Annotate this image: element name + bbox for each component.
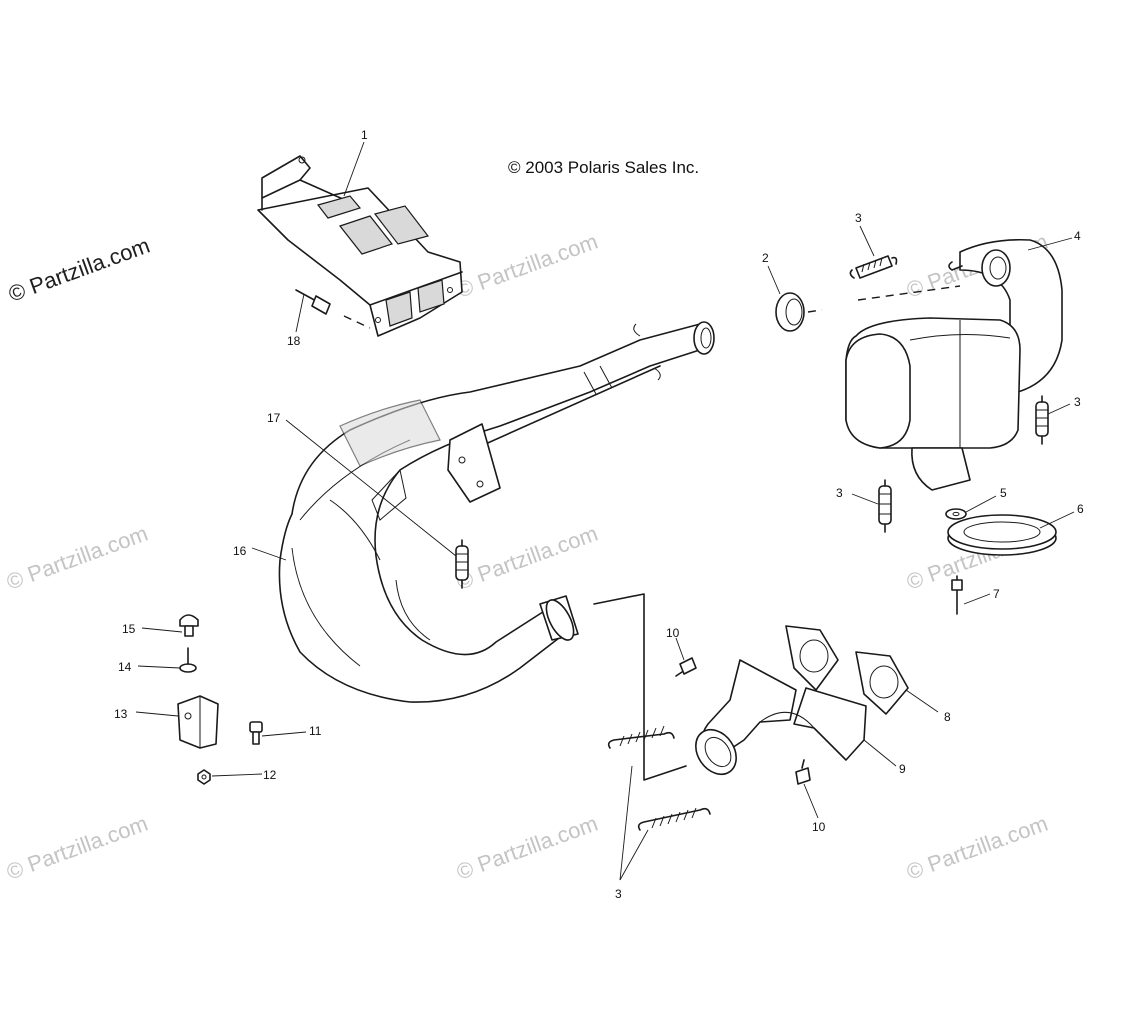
part-11-bolt[interactable]: [249, 721, 263, 745]
watermark: © Partzilla.com: [3, 811, 151, 885]
part-6-grommet[interactable]: [947, 514, 1057, 556]
callout-11: 11: [309, 724, 322, 738]
part-17-spring[interactable]: [455, 539, 469, 589]
part-13-clamp-bracket[interactable]: [177, 695, 219, 749]
callout-13: 13: [114, 707, 128, 721]
part-1-bracket[interactable]: [257, 155, 463, 337]
leader-lines: [135, 141, 1075, 881]
callout-3: 3: [615, 887, 622, 901]
callout-8: 8: [944, 710, 951, 724]
callout-18: 18: [287, 334, 301, 348]
callout-17: 17: [267, 411, 281, 425]
callout-15: 15: [122, 622, 136, 636]
callout-2: 2: [762, 251, 769, 265]
callout-12: 12: [263, 768, 277, 782]
callout-4: 4: [1074, 229, 1081, 243]
part-7-rivet[interactable]: [951, 575, 963, 615]
part-8-gasket-right[interactable]: [855, 651, 909, 715]
part-9-manifold[interactable]: [593, 593, 867, 782]
copyright-text: © 2003 Polaris Sales Inc.: [508, 158, 699, 177]
part-8-gasket-left[interactable]: [785, 625, 839, 691]
part-15-bolt[interactable]: [179, 614, 199, 637]
watermark: © Partzilla.com: [453, 811, 601, 885]
part-3-spring-top[interactable]: [849, 255, 898, 279]
watermark: © Partzilla.com: [903, 811, 1051, 885]
part-5-washer[interactable]: [945, 508, 967, 520]
part-3-spring-mid[interactable]: [878, 479, 892, 533]
watermark: © Partzilla.com: [453, 521, 601, 595]
part-14-washer[interactable]: [179, 647, 197, 673]
callout-7: 7: [993, 587, 1000, 601]
callout-6: 6: [1077, 502, 1084, 516]
part-10-stud-upper[interactable]: [675, 657, 697, 677]
callout-16: 16: [233, 544, 247, 558]
callout-3: 3: [1074, 395, 1081, 409]
part-16-stay-bracket[interactable]: [447, 365, 661, 503]
watermark: © Partzilla.com: [3, 521, 151, 595]
part-3-springs-lower[interactable]: [607, 725, 711, 831]
callout-numbers: 1 18 2 3 4 3 3 5 6 7 8 9 10 10 11 12 13 …: [114, 128, 1084, 901]
callout-3: 3: [855, 211, 862, 225]
part-12-nut[interactable]: [197, 769, 211, 785]
watermark: © Partzilla.com: [453, 229, 601, 303]
callout-3: 3: [836, 486, 843, 500]
callout-9: 9: [899, 762, 906, 776]
callout-10: 10: [666, 626, 680, 640]
part-4-silencer[interactable]: [845, 238, 1063, 491]
part-18-rivet[interactable]: [295, 289, 371, 329]
callout-1: 1: [361, 128, 368, 142]
part-3-spring-right[interactable]: [1035, 395, 1049, 445]
part-10-stud-lower[interactable]: [795, 759, 811, 785]
callout-14: 14: [118, 660, 132, 674]
watermark-prominent: © Partzilla.com: [5, 233, 153, 307]
part-16-expansion-chamber[interactable]: [278, 321, 715, 703]
callout-10: 10: [812, 820, 826, 834]
part-2-seal-ring[interactable]: [775, 292, 823, 332]
callout-5: 5: [1000, 486, 1007, 500]
